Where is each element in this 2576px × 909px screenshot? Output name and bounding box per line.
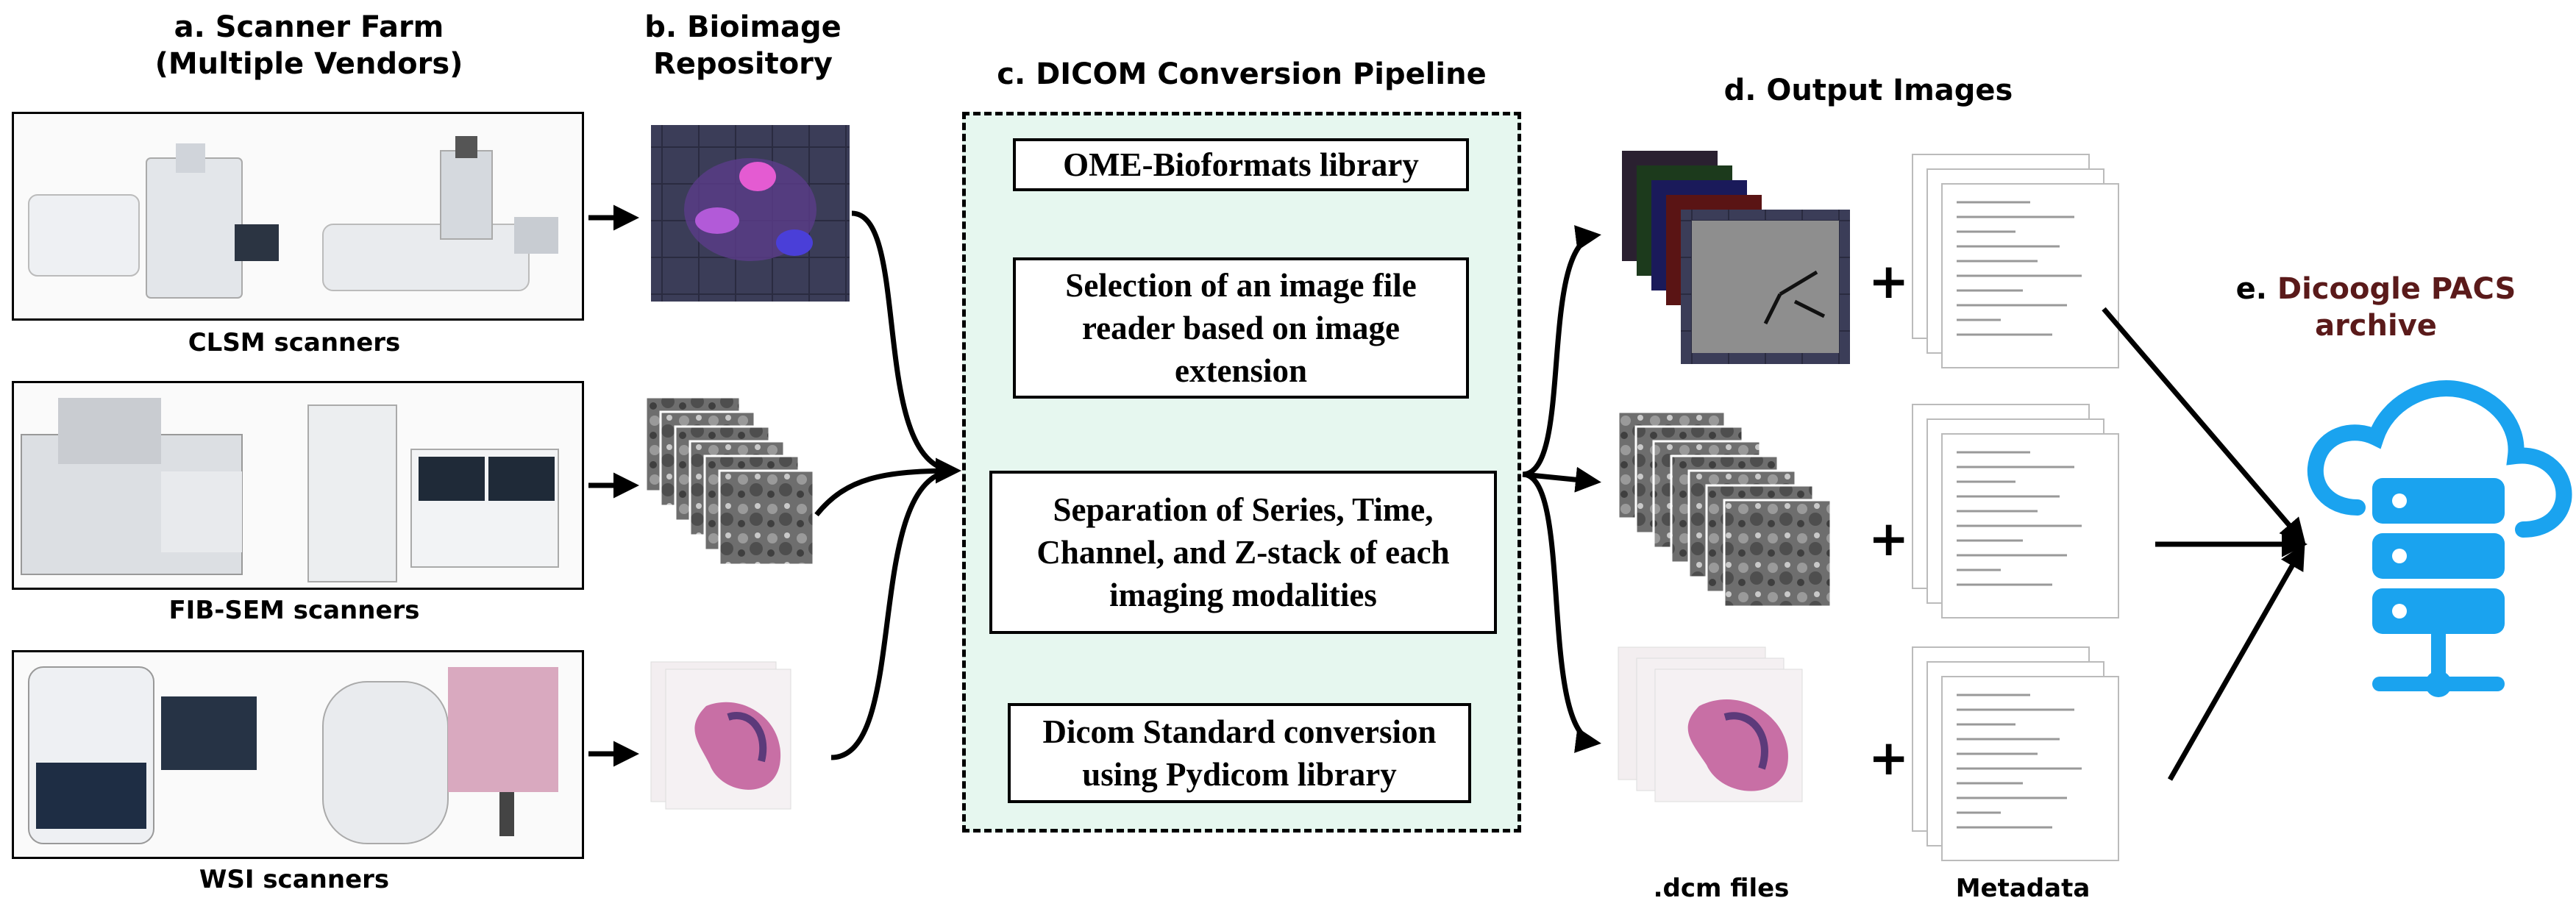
fibsem-caption: FIB-SEM scanners — [168, 596, 420, 625]
arrow-pipeline-to-output2 — [1522, 466, 1601, 493]
section-a-title-line1: a. Scanner Farm — [174, 10, 444, 44]
section-b-title-line2: Repository — [653, 47, 833, 81]
fibsem-scanner-illustration — [21, 398, 559, 582]
arrow-pipeline-to-output3 — [1522, 471, 1601, 753]
clsm-repository-image — [651, 125, 850, 302]
metadata-sheets-3 — [1912, 646, 2119, 861]
dcm-files-label: .dcm files — [1653, 874, 1790, 903]
fibsem-scanner-panel — [12, 381, 584, 590]
arrow-repo2-to-pipeline — [814, 468, 957, 517]
clsm-caption: CLSM scanners — [188, 328, 401, 357]
wsi-scanner-illustration — [28, 666, 558, 844]
pipeline-step-ome-bioformats: OME-Bioformats library — [1013, 138, 1469, 191]
section-a-title-line2: (Multiple Vendors) — [154, 47, 463, 81]
wsi-caption: WSI scanners — [199, 865, 390, 894]
pipeline-step-pydicom-conversion: Dicom Standard conversion using Pydicom … — [1008, 703, 1471, 803]
section-a-title: a. Scanner Farm (Multiple Vendors) — [140, 9, 478, 82]
fibsem-repository-stack — [644, 396, 815, 566]
clsm-scanner-panel — [12, 112, 584, 321]
section-b-title-line1: b. Bioimage — [644, 10, 842, 44]
pacs-cloud-server-icon — [2307, 380, 2572, 697]
dicoogle-name: Dicoogle PACS — [2277, 272, 2516, 306]
plus-sign-2: + — [1868, 510, 1910, 567]
section-b-title: b. Bioimage Repository — [625, 9, 861, 82]
wsi-repository-stack — [650, 661, 791, 810]
section-e-prefix: e. — [2235, 272, 2267, 306]
metadata-sheets-1 — [1912, 154, 2119, 368]
output-clsm-dcm-stack — [1622, 151, 1850, 364]
arrow-repo1-to-pipeline — [851, 210, 961, 484]
wsi-scanner-panel — [12, 650, 584, 859]
section-c-title: c. DICOM Conversion Pipeline — [997, 57, 1487, 91]
section-e-title: e. Dicoogle PACS archive — [2207, 271, 2545, 344]
plus-sign-3: + — [1868, 730, 1910, 786]
section-d-title: d. Output Images — [1723, 74, 2013, 107]
metadata-label: Metadata — [1955, 874, 2091, 903]
arrow-repo3-to-pipeline — [830, 468, 957, 760]
arrow-pipeline-to-output1 — [1522, 225, 1601, 477]
section-e-title-line2: archive — [2315, 309, 2437, 343]
plus-sign-1: + — [1868, 253, 1910, 310]
arrow-output1-to-pacs — [2102, 307, 2306, 545]
clsm-scanner-illustration — [28, 136, 558, 299]
metadata-sheets-2 — [1912, 404, 2119, 619]
arrow-output3-to-pacs — [2167, 543, 2305, 781]
pipeline-step-series-separation: Separation of Series, Time, Channel, and… — [989, 471, 1497, 634]
output-fibsem-dcm-stack — [1617, 410, 1832, 608]
pipeline-step-reader-selection: Selection of an image file reader based … — [1013, 257, 1469, 399]
output-wsi-dcm-stack — [1618, 646, 1803, 802]
